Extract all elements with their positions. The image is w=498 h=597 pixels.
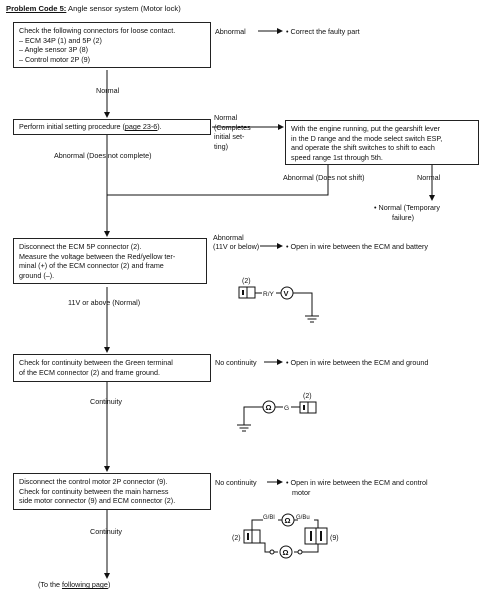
step2b-normal-label: Normal — [417, 173, 441, 182]
step2-suffix: ). — [157, 122, 162, 131]
ground-continuity-diagram — [237, 400, 317, 432]
step5-pass-label: Continuity — [90, 527, 122, 536]
step5-line: Disconnect the control motor 2P connecto… — [19, 477, 168, 486]
step4-line: Check for continuity between the Green t… — [19, 358, 173, 367]
problem-title: Angle sensor system (Motor lock) — [68, 4, 181, 13]
footer-text: (To the following page) — [38, 580, 110, 589]
step2-normal-line: (Completes — [214, 122, 251, 132]
step2b-abnormal-line — [107, 165, 329, 196]
step2-normal-label: Normal (Completes initial set- ting) — [214, 113, 251, 151]
step2-normal-line: ting) — [214, 141, 228, 151]
page-title: Problem Code 5: Angle sensor system (Mot… — [6, 4, 181, 13]
step5-fail-result: • Open in wire between the ECM and contr… — [286, 478, 428, 498]
motor-right-ref: (9) — [330, 535, 339, 542]
step3-abnormal-line: Abnormal — [213, 233, 244, 242]
motor-wire-label-1: G/Bl — [263, 515, 275, 521]
voltmeter-label: V — [284, 289, 289, 298]
ohmmeter-symbol-3b — [279, 545, 293, 559]
step1-line: – Control motor 2P (9) — [19, 54, 90, 64]
ohmmeter-label-3a: Ω — [285, 516, 291, 525]
step3-abnormal-result: • Open in wire between the ECM and batte… — [286, 242, 428, 251]
ohmmeter-label-3b: Ω — [283, 548, 289, 557]
step2-page-link[interactable]: page 23-6 — [124, 122, 158, 131]
step4-line: of the ECM connector (2) and frame groun… — [19, 367, 161, 377]
motor-wire-label-2: G/Bu — [296, 515, 310, 521]
step4-fail-label: No continuity — [215, 358, 257, 367]
step4-fail-result: • Open in wire between the ECM and groun… — [286, 358, 429, 367]
ohmmeter-label: Ω — [266, 403, 272, 412]
step1-normal-label: Normal — [96, 86, 120, 95]
step3-line: ground (–). — [19, 270, 55, 280]
step5-box: Disconnect the control motor 2P connecto… — [13, 473, 211, 510]
step1-abnormal-label: Abnormal — [215, 27, 246, 36]
step3-line: Disconnect the ECM 5P connector (2). — [19, 242, 142, 251]
ground-wire-label: G — [284, 405, 289, 412]
voltage-connector-ref: (2) — [242, 278, 251, 285]
voltage-wire-label: R/Y — [263, 291, 275, 298]
ground-connector-ref: (2) — [303, 393, 312, 400]
step3-normal-label: 11V or above (Normal) — [68, 298, 141, 307]
step2-normal-line: Normal — [214, 113, 238, 122]
step2-box: Perform initial setting procedure (page … — [13, 119, 211, 135]
step1-line: – Angle sensor 3P (8) — [19, 45, 88, 54]
step2b-normal-result: • Normal (Temporary failure) — [374, 203, 440, 223]
step1-box: Check the following connectors for loose… — [13, 22, 211, 68]
step3-abnormal-line: (11V or below) — [213, 242, 260, 251]
step5-fail-label: No continuity — [215, 478, 257, 487]
step2b-line: speed range 1st through 5th. — [291, 152, 383, 162]
motor-left-ref: (2) — [232, 535, 241, 542]
motor-continuity-diagram — [243, 513, 328, 559]
step2b-line: With the engine running, put the gearshi… — [291, 124, 441, 133]
step3-abnormal-label: Abnormal (11V or below) — [213, 233, 259, 251]
step5-line: Check for continuity between the main ha… — [19, 486, 169, 496]
step2b-result-line: • Normal (Temporary — [374, 203, 441, 212]
step4-pass-label: Continuity — [90, 397, 122, 406]
following-page-link[interactable]: following page — [61, 580, 108, 589]
step2b-box: With the engine running, put the gearshi… — [285, 120, 479, 165]
step5-line: side motor connector (9) and ECM connect… — [19, 496, 176, 505]
step3-line: Measure the voltage between the Red/yell… — [19, 251, 176, 261]
footer-prefix: (To the — [38, 580, 62, 589]
footer-suffix: ) — [107, 580, 111, 589]
step4-box: Check for continuity between the Green t… — [13, 354, 211, 382]
step2-abnormal-label: Abnormal (Does not complete) — [54, 151, 152, 160]
step3-box: Disconnect the ECM 5P connector (2). Mea… — [13, 238, 207, 284]
step2b-line: and operate the shift switches to shift … — [291, 143, 435, 152]
step2-normal-line: initial set- — [214, 132, 245, 142]
step2b-abnormal-label: Abnormal (Does not shift) — [283, 173, 365, 182]
step1-abnormal-result: • Correct the faulty part — [286, 27, 360, 36]
step2-prefix: Perform initial setting procedure ( — [19, 122, 125, 131]
problem-code: Problem Code 5: — [6, 4, 67, 13]
step3-line: minal (+) of the ECM connector (2) and f… — [19, 261, 164, 270]
step5-result-line: • Open in wire between the ECM and contr… — [286, 478, 428, 487]
step1-line: Check the following connectors for loose… — [19, 26, 176, 35]
step5-result-line: motor — [292, 488, 311, 497]
step1-line: – ECM 34P (1) and 5P (2) — [19, 35, 102, 45]
step2b-result-line: failure) — [392, 213, 414, 222]
voltage-test-diagram — [238, 286, 319, 323]
step2-text: Perform initial setting procedure (page … — [19, 122, 205, 132]
step2b-line: in the D range and the mode select switc… — [291, 133, 443, 143]
